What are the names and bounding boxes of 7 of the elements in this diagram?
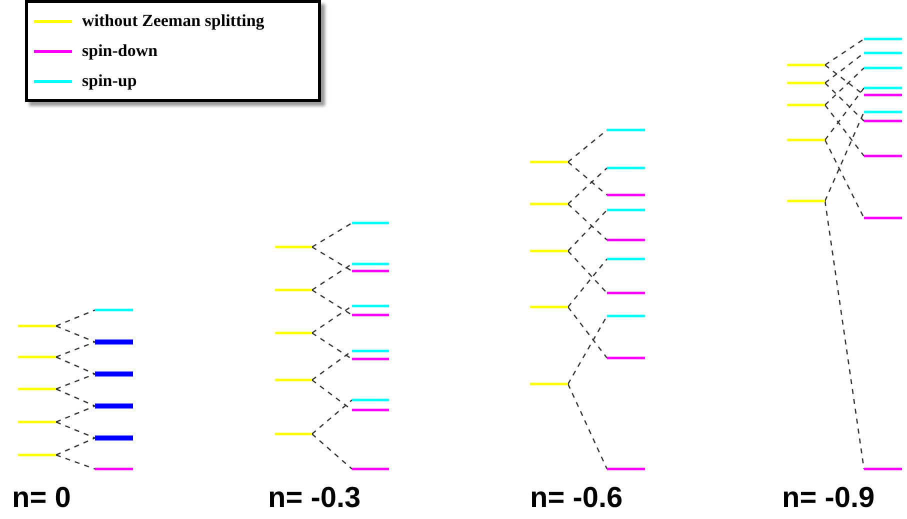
legend-text: spin-down <box>82 40 158 62</box>
parameter-label: n= -0.9 <box>782 482 875 514</box>
parameter-label: n= 0 <box>12 482 71 514</box>
legend-text: without Zeeman splitting <box>82 10 264 32</box>
legend-text: spin-up <box>82 70 137 92</box>
parameter-label: n= -0.6 <box>530 482 623 514</box>
parameter-label: n= -0.3 <box>268 482 361 514</box>
